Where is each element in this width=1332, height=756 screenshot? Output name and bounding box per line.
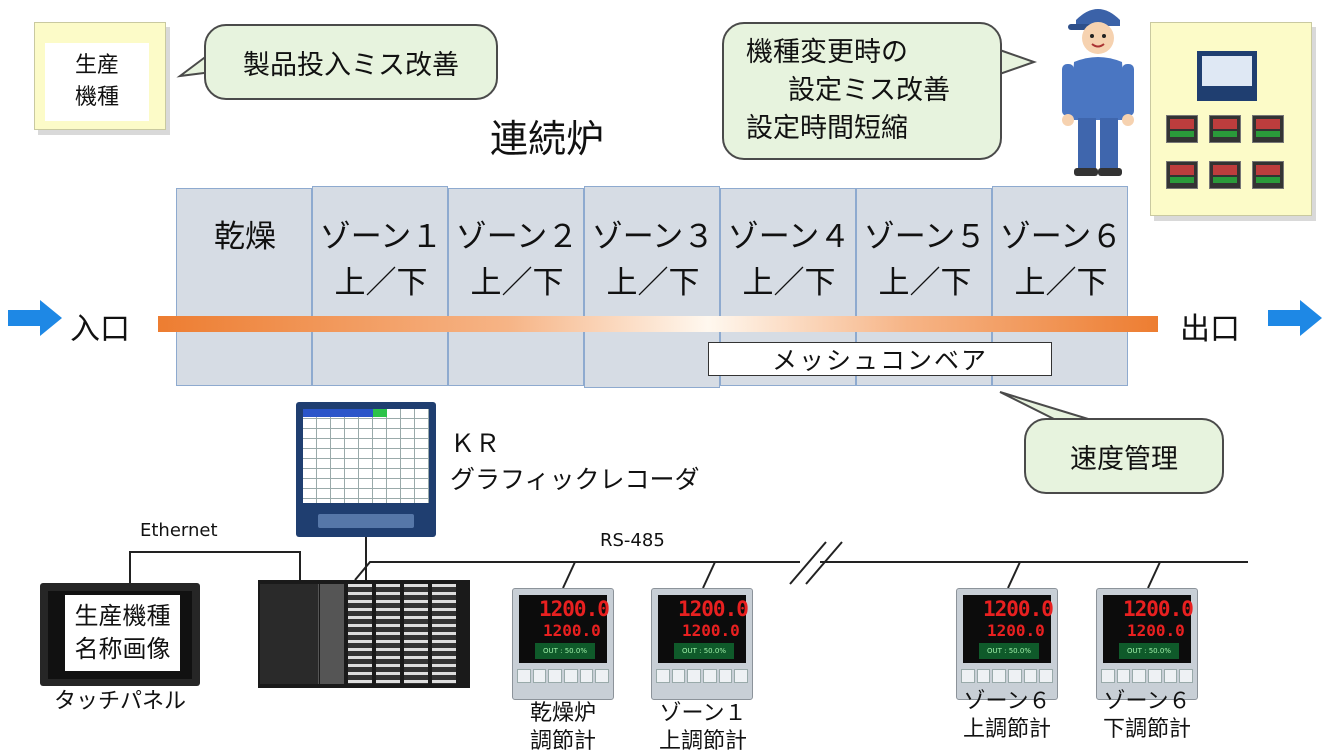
product-card-line2: 機種 [74,85,119,110]
bubble-product-error: 製品投入ミス改善 [204,24,498,100]
ctrl-drop-1 [562,561,576,589]
cabinet-controller [1209,161,1241,189]
exit-label: 出口 [1180,312,1240,347]
right-arrow-icon [8,300,62,336]
right-arrow-icon [1268,300,1322,336]
zone-name: ゾーン４ [727,219,851,255]
kr-label: ＫＲ [450,429,501,458]
ethernet-label: Ethernet [140,520,218,541]
zone-name: ゾーン６ [999,219,1123,255]
touch-panel-image-label: 生産機種 名称画像 [65,595,180,671]
pv-display: 1200.0 [983,597,1054,621]
product-card-line1: 生産 [74,53,119,78]
sv-display: 1200.0 [682,621,740,640]
zone-name: ゾーン３ [591,219,715,255]
zone-3: ゾーン３ 上／下 [584,186,720,388]
sv-display: 1200.0 [543,621,601,640]
touch-panel-caption: タッチパネル [53,689,186,714]
zone-name: ゾーン２ [455,219,579,255]
zone-name: 乾燥 [214,219,276,255]
sv-display: 1200.0 [987,621,1045,640]
recorder-screen [303,409,429,503]
zone-6: ゾーン６ 上／下 [992,186,1128,386]
pv-display: 1200.0 [539,597,610,621]
rs485-bus-left [354,561,800,581]
kr-sublabel: グラフィックレコーダ [450,465,700,494]
zone-sub: 上／下 [470,265,564,301]
entrance-label: 入口 [70,312,130,347]
controller-caption: ゾーン１ 上調節計 [640,700,766,756]
controller-caption-line2: 下調節計 [1102,717,1191,742]
controller-caption-line2: 上調節計 [962,717,1051,742]
zone-sub: 上／下 [878,265,972,301]
bubble-speed-text: 速度管理 [1070,443,1178,475]
output-display: OUT : 50.0% [1119,643,1179,659]
ethernet-line [129,551,301,583]
bubble-product-text: 製品投入ミス改善 [243,49,459,81]
ctrl-drop-2 [702,561,716,589]
kr-graphic-recorder [296,402,436,537]
controller-caption-line1: ゾーン６ [1103,689,1191,714]
bus-break-mark-2 [805,541,843,585]
mesh-conveyor-label: メッシュコンベア [708,342,1052,376]
zone-sub: 上／下 [606,265,700,301]
controller-caption-line1: ゾーン６ [963,689,1051,714]
touch-screen-line1: 生産機種 [74,602,171,630]
bus-break-mark-1 [789,541,827,585]
controller-caption: ゾーン６ 下調節計 [1084,688,1210,744]
furnace-title: 連続炉 [490,117,605,161]
controller-caption-line1: 乾燥炉 [529,701,596,726]
output-display: OUT : 50.0% [674,643,734,659]
controller-caption-line2: 上調節計 [658,729,747,754]
zone-dry: 乾燥 [176,188,312,386]
bubble-setup-line1: 機種変更時の [746,37,908,68]
zone-name: ゾーン１ [319,219,443,255]
pv-display: 1200.0 [678,597,749,621]
cabinet-controller [1252,115,1284,143]
cabinet-recorder [1197,51,1257,101]
control-cabinet [1150,22,1312,216]
cabinet-controller [1166,115,1198,143]
zone-name: ゾーン５ [863,219,987,255]
output-display: OUT : 50.0% [979,643,1039,659]
zone-sub: 上／下 [742,265,836,301]
recorder-keypad [318,514,414,528]
output-display: OUT : 50.0% [535,643,595,659]
bubble-speed: 速度管理 [1024,418,1224,494]
cabinet-controller [1166,161,1198,189]
touch-screen-line2: 名称画像 [74,635,171,663]
bubble-setup-line3: 設定時間短縮 [746,113,908,144]
controller-caption: ゾーン６ 上調節計 [944,688,1070,744]
zone-2: ゾーン２ 上／下 [448,188,584,386]
worker-icon [1062,9,1134,176]
touch-panel: 生産機種 名称画像 [40,583,200,686]
plc-unit [258,580,470,688]
sv-display: 1200.0 [1127,621,1185,640]
ctrl-drop-3 [1007,561,1021,589]
ctrl-drop-4 [1147,561,1161,589]
zone-sub: 上／下 [1014,265,1108,301]
bubble-setup-line2: 設定ミス改善 [788,75,950,106]
bubble-setup: 機種変更時の 設定ミス改善 設定時間短縮 [722,22,1002,160]
controller-caption-line1: ゾーン１ [659,701,747,726]
pv-display: 1200.0 [1123,597,1194,621]
conveyor-belt [158,316,1158,332]
zone-1: ゾーン１ 上／下 [312,186,448,386]
zone-sub: 上／下 [334,265,428,301]
product-card: 生産 機種 [34,22,166,130]
cabinet-controller [1209,115,1241,143]
rs485-label: RS-485 [600,530,665,551]
controller-caption-line2: 調節計 [529,729,596,754]
cabinet-controller [1252,161,1284,189]
controller-caption: 乾燥炉 調節計 [500,700,626,756]
